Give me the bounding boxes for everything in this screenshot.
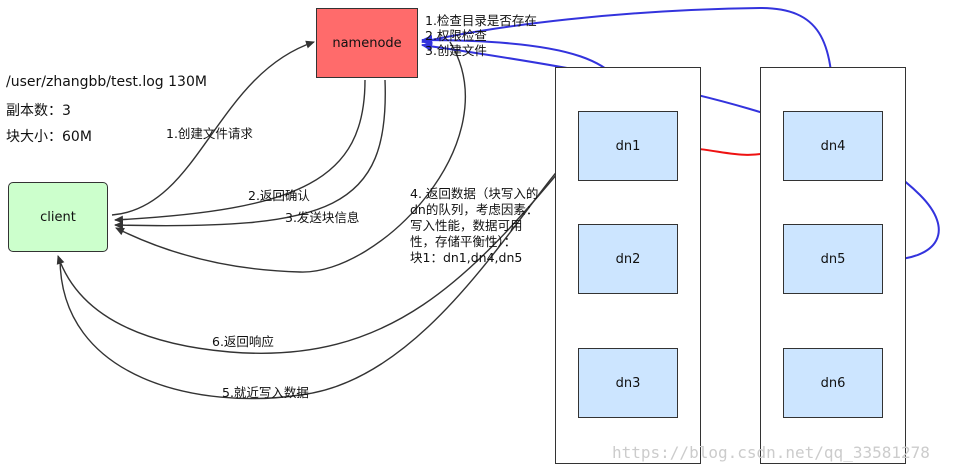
arrow-send-block-info: [114, 79, 386, 230]
step-send-block-info: 3.发送块信息: [285, 210, 360, 225]
client-node[interactable]: client: [8, 182, 108, 252]
namenode-check-2: 2.权限检查: [425, 28, 487, 43]
blue-arrow-dn4-to-namenode: [421, 6, 834, 112]
arrow-return-data: [115, 41, 466, 273]
namenode-check-3: 3.创建文件: [425, 43, 487, 58]
watermark: https://blog.csdn.net/qq_33581278: [612, 443, 930, 462]
step-return-data-line-2: dn的队列，考虑因素：: [410, 202, 539, 217]
datanode-dn1[interactable]: dn1: [578, 111, 678, 181]
block-size: 块大小：60M: [6, 129, 92, 145]
datanode-dn2[interactable]: dn2: [578, 224, 678, 294]
step-return-data-line-5: 块1：dn1,dn4,dn5: [410, 250, 523, 265]
datanode-dn3[interactable]: dn3: [578, 348, 678, 418]
replica-count: 副本数：3: [6, 103, 71, 119]
namenode-check-1: 1.检查目录是否存在: [425, 13, 537, 28]
datanode-dn4[interactable]: dn4: [783, 111, 883, 181]
file-path: /user/zhangbb/test.log 130M: [6, 74, 207, 90]
namenode-node[interactable]: namenode: [316, 8, 418, 78]
step-nearest-write: 5.就近写入数据: [222, 385, 309, 400]
arrow-return-confirm: [114, 79, 366, 224]
arrow-create-request: [111, 40, 315, 216]
step-return-data-line-3: 写入性能，数据可用: [410, 218, 523, 233]
step-return-confirm: 2.返回确认: [248, 188, 310, 203]
step-return-data-line-1: 4. 返回数据（块写入的: [410, 186, 539, 201]
step-return-response: 6.返回响应: [212, 334, 274, 349]
arrow-nearest-write: [59, 148, 578, 400]
step-return-data-line-4: 性，存储平衡性）：: [410, 234, 517, 249]
step-create-request: 1.创建文件请求: [166, 126, 253, 141]
datanode-dn5[interactable]: dn5: [783, 224, 883, 294]
arrow-return-response: [56, 149, 578, 354]
datanode-dn6[interactable]: dn6: [783, 348, 883, 418]
